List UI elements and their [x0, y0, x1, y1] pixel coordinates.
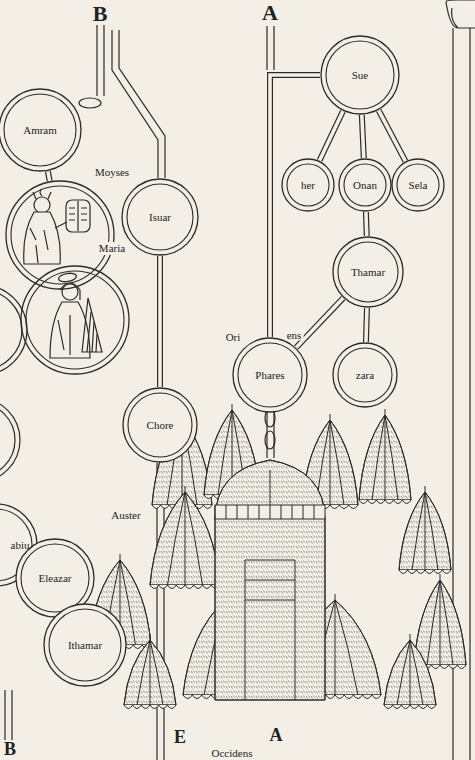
chain-link — [365, 212, 367, 236]
node-name: zara — [354, 369, 376, 382]
node-name: Isuar — [147, 211, 173, 224]
section-letter: B — [91, 3, 110, 25]
chain-link — [379, 110, 406, 161]
ring-node: Phares — [232, 337, 308, 413]
chain-link — [320, 111, 343, 160]
ring-node: Chore — [122, 387, 198, 463]
ring-node: Onan — [338, 158, 392, 212]
node-name: Ithamar — [66, 639, 104, 652]
chain-link — [362, 115, 364, 158]
node-name: Onan — [351, 179, 379, 192]
node-name: Sue — [350, 69, 371, 82]
chain-link — [160, 256, 161, 387]
node-name: Thamar — [349, 266, 387, 279]
node-name: Eleazar — [37, 572, 74, 585]
section-letter: E — [172, 728, 188, 746]
ring-node: Maria — [20, 265, 130, 375]
section-letter: A — [260, 2, 280, 24]
section-letter: A — [268, 726, 285, 744]
section-letter: B — [2, 740, 18, 758]
node-name: Maria — [97, 242, 127, 255]
ring-outline — [20, 265, 130, 375]
direction-label: Auster — [109, 510, 142, 521]
direction-label: Ori — [224, 332, 243, 343]
node-name: her — [299, 179, 317, 192]
node-name: Moyses — [93, 166, 131, 179]
node-name: Sela — [407, 179, 430, 192]
node-name: Chore — [145, 419, 176, 432]
node-name: Amram — [21, 124, 59, 137]
ring-node: Thamar — [332, 236, 404, 308]
direction-label: ens — [285, 330, 304, 341]
node-name: Phares — [253, 369, 286, 382]
ring-node: Ithamar — [43, 603, 127, 687]
ring-node: zara — [332, 342, 398, 408]
direction-label: Occidens — [210, 748, 255, 759]
ring-node: Sue — [320, 35, 400, 115]
ring-node: Isuar — [121, 178, 199, 256]
ring-node: Amram — [0, 88, 82, 172]
chain-link — [48, 171, 50, 181]
chain-link — [365, 308, 367, 342]
ring-node: Sela — [391, 158, 445, 212]
ring-node: her — [281, 158, 335, 212]
